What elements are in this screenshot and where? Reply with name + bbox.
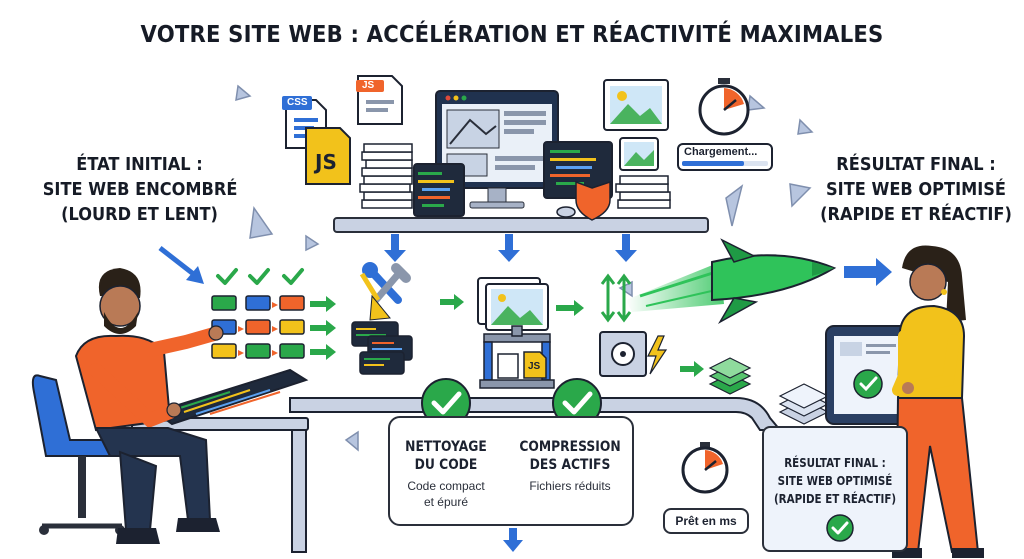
stopwatch-icon-bottom bbox=[681, 442, 729, 494]
final-result-box: RÉSULTAT FINAL : SITE WEB OPTIMISÉ (RAPI… bbox=[762, 426, 908, 552]
messy-code-blocks bbox=[211, 295, 305, 359]
asset-compression-subtitle: Fichiers réduits bbox=[529, 479, 611, 493]
final-result-caption: RÉSULTAT FINAL : SITE WEB OPTIMISÉ (RAPI… bbox=[808, 152, 1024, 227]
code-cleanup-column: NETTOYAGE DU CODE Code compact et épuré bbox=[390, 438, 502, 510]
loading-bar bbox=[677, 143, 773, 171]
initial-state-line-1: ÉTAT INITIAL : bbox=[76, 154, 203, 175]
loading-bar-label: Chargement... bbox=[684, 146, 758, 158]
initial-state-line-3: (LOURD ET LENT) bbox=[61, 204, 218, 225]
layer-stack-grey bbox=[778, 383, 830, 425]
tablet-device bbox=[825, 325, 911, 425]
paper-stack-left bbox=[359, 143, 413, 209]
final-result-box-text: RÉSULTAT FINAL : SITE WEB OPTIMISÉ (RAPI… bbox=[773, 456, 897, 506]
paper-stack-right bbox=[615, 175, 671, 209]
rocket-icon bbox=[711, 238, 837, 324]
js-small-badge-label: JS bbox=[362, 80, 375, 91]
asset-compression-title: COMPRESSION DES ACTIFS bbox=[519, 439, 621, 473]
mouse-icon bbox=[556, 206, 576, 218]
layer-stack-green bbox=[708, 357, 752, 395]
code-cleanup-subtitle: Code compact et épuré bbox=[407, 479, 485, 509]
decorative-shards bbox=[235, 84, 814, 452]
final-result-line-3: (RAPIDE ET RÉACTIF) bbox=[820, 204, 1012, 225]
rocket-arrow bbox=[844, 258, 892, 286]
js-doc-label: JS bbox=[528, 361, 541, 372]
conveyor-belt bbox=[289, 397, 783, 431]
optimization-summary-panel bbox=[388, 416, 634, 526]
speed-trail bbox=[626, 262, 724, 312]
happy-user-figure bbox=[892, 245, 984, 558]
green-flow-arrow-2 bbox=[556, 300, 584, 316]
final-result-line-1: RÉSULTAT FINAL : bbox=[836, 154, 996, 175]
page-title: VOTRE SITE WEB : ACCÉLÉRATION ET RÉACTIV… bbox=[140, 22, 884, 48]
js-file-icon-small bbox=[356, 75, 403, 125]
green-flow-arrow-1 bbox=[440, 294, 464, 310]
final-result-line-2: SITE WEB OPTIMISÉ bbox=[826, 179, 1006, 200]
shield-icon bbox=[575, 180, 611, 221]
broom-icon bbox=[359, 272, 391, 321]
green-flow-arrows-left bbox=[310, 296, 336, 360]
panel-check-icon-right bbox=[552, 378, 602, 428]
lightning-icon bbox=[647, 335, 668, 375]
js-file-icon bbox=[305, 127, 351, 185]
developer-figure bbox=[74, 268, 224, 544]
code-cleanup-title: NETTOYAGE DU CODE bbox=[405, 439, 487, 473]
grid-check-icons bbox=[216, 268, 304, 285]
initial-state-line-2: SITE WEB ENCOMBRÉ bbox=[42, 179, 238, 200]
asset-compression-column: COMPRESSION DES ACTIFS Fichiers réduits bbox=[508, 438, 632, 494]
down-arrows bbox=[384, 234, 637, 262]
safe-icon bbox=[599, 331, 647, 377]
image-icon-small bbox=[619, 137, 659, 171]
initial-state-caption: ÉTAT INITIAL : SITE WEB ENCOMBRÉ (LOURD … bbox=[32, 152, 247, 227]
stopwatch-icon bbox=[698, 78, 750, 136]
panel-down-arrow bbox=[503, 528, 523, 552]
css-badge-label: CSS bbox=[287, 97, 308, 108]
image-stack-icon bbox=[477, 277, 549, 331]
image-icon bbox=[603, 79, 669, 131]
ready-in-ms-badge: Prêt en ms bbox=[663, 508, 749, 534]
code-snippet-cards bbox=[351, 321, 413, 375]
top-desk bbox=[333, 217, 709, 233]
developer-desk bbox=[131, 368, 309, 553]
green-flow-arrow-3 bbox=[680, 361, 704, 377]
final-check-icon bbox=[826, 514, 854, 542]
pointer-arrow-icon bbox=[158, 246, 204, 284]
code-window-left bbox=[413, 163, 465, 217]
vertical-arrows-icon bbox=[600, 273, 632, 323]
monitor-icon bbox=[435, 90, 559, 209]
office-chair bbox=[31, 374, 125, 535]
compression-press-icon bbox=[479, 325, 555, 389]
tools-icon bbox=[362, 262, 411, 304]
block-arrows bbox=[238, 302, 278, 356]
js-badge-label: JS bbox=[315, 150, 337, 174]
